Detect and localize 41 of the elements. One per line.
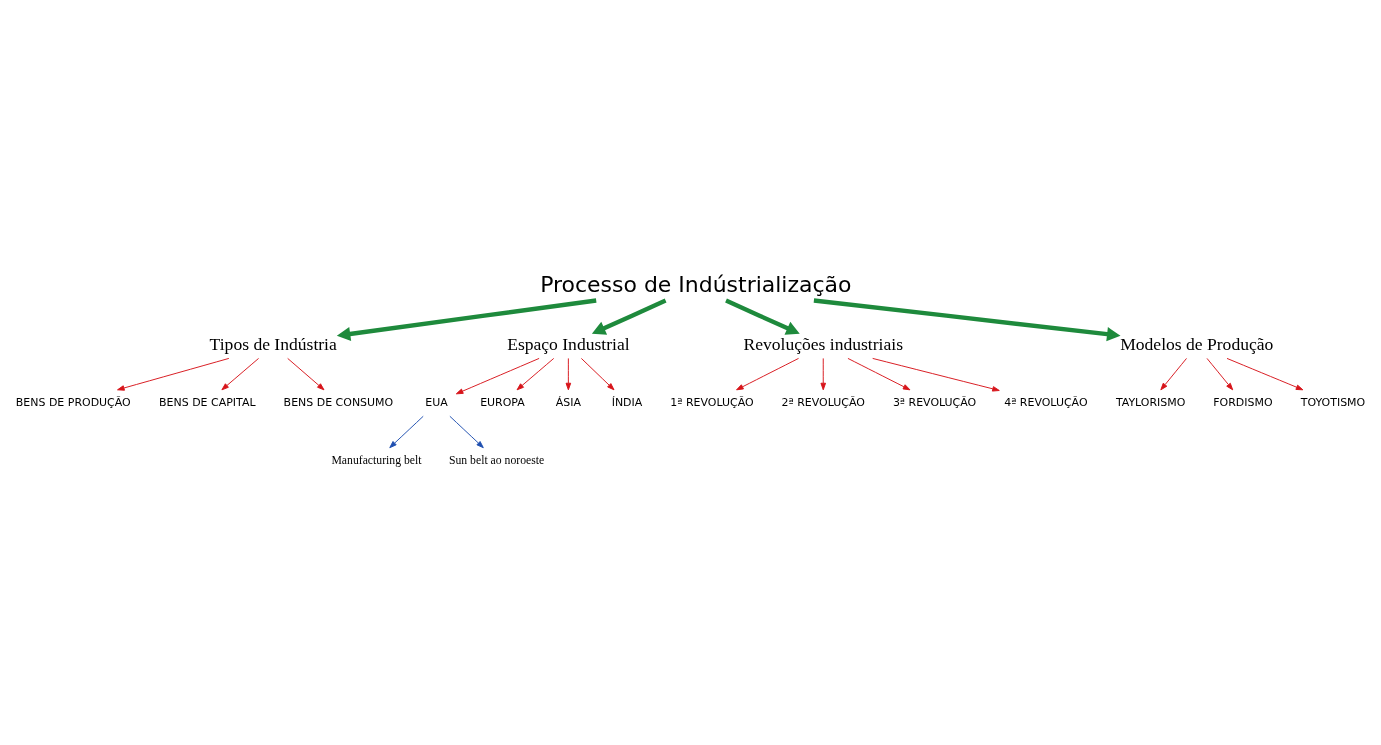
arrow — [455, 357, 540, 394]
node-text: BENS DE PRODUÇÃO — [15, 395, 131, 409]
node-text: TAYLORISMO — [1115, 395, 1186, 409]
arrow — [1160, 357, 1187, 390]
arrow — [516, 357, 555, 390]
arrow — [1226, 357, 1304, 390]
node-text: Processo de Indústrialização — [540, 271, 852, 297]
arrow — [389, 415, 424, 448]
arrow — [336, 297, 597, 341]
arrow — [736, 357, 799, 390]
node-text: ÁSIA — [555, 395, 581, 409]
node-text: 2ª REVOLUÇÃO — [781, 395, 865, 409]
arrow — [1206, 357, 1234, 390]
node-text: EUA — [425, 395, 448, 409]
arrow — [117, 357, 230, 391]
arrow — [847, 357, 911, 390]
arrow — [813, 297, 1121, 341]
node-text: Manufacturing belt — [331, 453, 422, 467]
node-text: EUROPA — [480, 395, 525, 409]
node-text: BENS DE CAPITAL — [159, 395, 256, 409]
node-text: Revoluções industriais — [743, 333, 903, 354]
node-text: 3ª REVOLUÇÃO — [892, 395, 977, 409]
node-text: Sun belt ao noroeste — [448, 453, 545, 467]
node-text: Modelos de Produção — [1120, 333, 1274, 354]
arrow — [449, 415, 484, 448]
arrow — [287, 357, 325, 390]
node-text: FORDISMO — [1213, 395, 1273, 409]
node-text: TOYOTISMO — [1300, 395, 1366, 409]
node-text: ÍNDIA — [611, 395, 643, 409]
arrow — [820, 357, 827, 390]
node-text: Tipos de Indústria — [209, 333, 337, 354]
node-text: BENS DE CONSUMO — [283, 395, 394, 409]
arrow — [591, 298, 667, 335]
node-text: 4ª REVOLUÇÃO — [1004, 395, 1088, 409]
arrow — [565, 357, 572, 390]
node-text: Espaço Industrial — [507, 333, 630, 354]
arrow — [725, 298, 800, 335]
arrow — [221, 357, 260, 390]
node-text: 1ª REVOLUÇÃO — [670, 395, 754, 409]
arrow — [580, 357, 615, 390]
arrow — [872, 357, 1000, 392]
